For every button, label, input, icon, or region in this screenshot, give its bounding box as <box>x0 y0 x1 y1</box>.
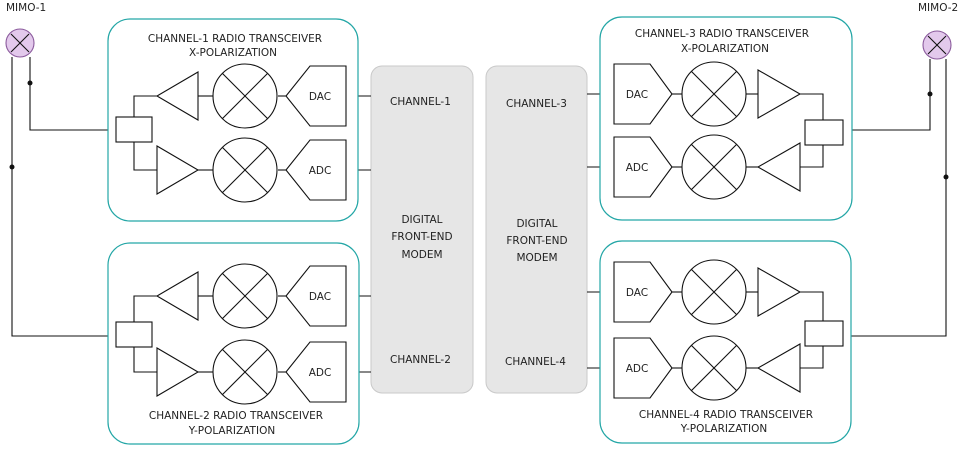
ch3-adc-block <box>613 136 673 198</box>
modem-right-line3: MODEM <box>516 252 557 264</box>
antenna-left-icon <box>5 28 35 58</box>
ch2-adc-block <box>285 341 347 403</box>
modem-left: DIGITAL FRONT-END MODEM <box>370 65 474 394</box>
ch4-adc-label: ADC <box>626 363 649 375</box>
ch1-tx-amplifier-icon <box>155 71 199 121</box>
ch3-rx-amplifier-icon <box>756 142 801 192</box>
channel-4-label: CHANNEL-4 <box>505 356 566 368</box>
ch2-rx-mixer-icon <box>212 339 278 405</box>
ch2-tx-amplifier-icon <box>155 271 199 321</box>
ch3-title: CHANNEL-3 RADIO TRANSCEIVER <box>635 28 809 40</box>
ch4-polarization: Y-POLARIZATION <box>680 423 767 435</box>
ch1-rx-mixer-icon <box>212 137 278 203</box>
ch3-duplexer <box>804 119 844 146</box>
ch1-adc-label: ADC <box>309 165 332 177</box>
modem-left-line3: MODEM <box>401 249 442 261</box>
modem-right: DIGITAL FRONT-END MODEM <box>485 65 588 394</box>
ch4-tx-mixer-icon <box>681 259 747 325</box>
ch4-title: CHANNEL-4 RADIO TRANSCEIVER <box>639 409 813 421</box>
antenna-right-icon <box>922 30 952 60</box>
ch3-tx-amplifier-icon <box>757 69 802 119</box>
ch1-dac-block <box>285 65 347 127</box>
ch1-duplexer <box>115 116 153 143</box>
ch3-dac-label: DAC <box>626 89 648 101</box>
right-feed-lines <box>845 59 949 337</box>
transceiver-channel-1: CHANNEL-1 RADIO TRANSCEIVER X-POLARIZATI… <box>107 18 359 222</box>
ch3-adc-label: ADC <box>626 162 649 174</box>
channel-3-label: CHANNEL-3 <box>506 98 567 110</box>
ch2-adc-label: ADC <box>309 367 332 379</box>
modem-right-line1: DIGITAL <box>516 218 557 230</box>
ch4-dac-label: DAC <box>626 287 648 299</box>
ch1-rx-amplifier-icon <box>156 145 200 195</box>
ch1-polarization: X-POLARIZATION <box>189 47 277 59</box>
transceiver-channel-2: CHANNEL-2 RADIO TRANSCEIVER Y-POLARIZATI… <box>107 242 360 445</box>
transceiver-channel-4: CHANNEL-4 RADIO TRANSCEIVER Y-POLARIZATI… <box>599 240 852 444</box>
ch3-polarization: X-POLARIZATION <box>681 43 769 55</box>
ch4-adc-block <box>613 337 673 399</box>
ch1-adc-block <box>285 139 347 201</box>
ch1-title: CHANNEL-1 RADIO TRANSCEIVER <box>148 33 322 45</box>
ch4-duplexer <box>804 320 844 347</box>
antenna-label-right: MIMO-2 <box>918 2 958 14</box>
ch4-rx-amplifier-icon <box>756 343 801 393</box>
ch2-rx-amplifier-icon <box>156 347 200 397</box>
ch3-dac-block <box>613 63 673 125</box>
ch2-dac-label: DAC <box>309 291 331 303</box>
modem-left-line1: DIGITAL <box>401 214 442 226</box>
ch3-rx-mixer-icon <box>681 134 747 200</box>
ch1-dac-label: DAC <box>309 91 331 103</box>
ch3-tx-mixer-icon <box>681 61 747 127</box>
ch2-tx-mixer-icon <box>212 263 278 329</box>
ch4-rx-mixer-icon <box>681 335 747 401</box>
modem-left-line2: FRONT-END <box>391 231 452 243</box>
modem-right-line2: FRONT-END <box>506 235 567 247</box>
ch1-tx-mixer-icon <box>212 63 278 129</box>
ch4-dac-block <box>613 261 673 323</box>
channel-2-label: CHANNEL-2 <box>390 354 451 366</box>
left-feed-lines <box>9 57 116 337</box>
channel-1-label: CHANNEL-1 <box>390 96 451 108</box>
ch2-dac-block <box>285 265 347 327</box>
ch2-duplexer <box>115 321 153 348</box>
ch4-tx-amplifier-icon <box>757 267 802 317</box>
ch2-title: CHANNEL-2 RADIO TRANSCEIVER <box>149 410 323 422</box>
transceiver-channel-3: CHANNEL-3 RADIO TRANSCEIVER X-POLARIZATI… <box>599 16 853 221</box>
antenna-label-left: MIMO-1 <box>6 2 46 14</box>
ch2-polarization: Y-POLARIZATION <box>188 425 275 437</box>
